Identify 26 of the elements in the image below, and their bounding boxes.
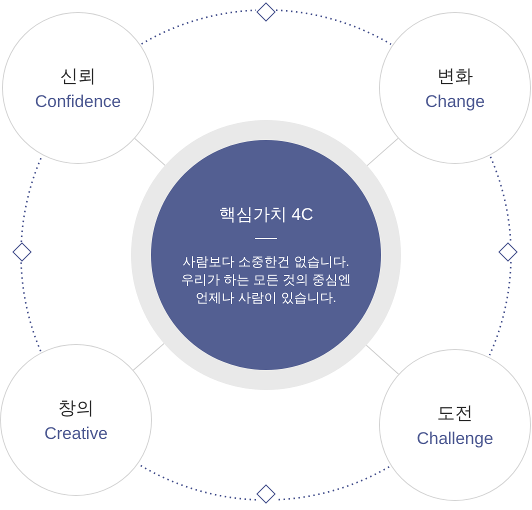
- value-korean-name: 창의: [58, 397, 94, 420]
- diamond-marker: [498, 242, 518, 262]
- dotted-arc: [138, 464, 256, 501]
- value-english-name: Challenge: [416, 429, 494, 449]
- dotted-arc: [276, 466, 390, 501]
- connector-line: [132, 343, 165, 371]
- value-english-name: Confidence: [34, 92, 121, 112]
- dotted-arc: [490, 156, 512, 242]
- dotted-arc: [20, 156, 43, 242]
- connector-line: [134, 138, 166, 166]
- value-korean-name: 도전: [437, 402, 473, 425]
- core-value-description: 사람보다 소중한건 없습니다. 우리가 하는 모든 것의 중심엔 언제나 사람이 있습니다.: [180, 253, 352, 307]
- connector-line: [366, 138, 399, 166]
- diamond-marker: [256, 484, 276, 504]
- value-korean-name: 변화: [437, 65, 473, 88]
- value-english-name: Creative: [44, 424, 108, 444]
- dotted-arc: [488, 262, 512, 356]
- dotted-arc: [276, 9, 392, 46]
- value-english-name: Change: [425, 92, 485, 112]
- dotted-arc: [20, 262, 42, 352]
- diamond-marker: [256, 2, 276, 22]
- core-value-title: 핵심가치 4C: [218, 204, 314, 226]
- dotted-arc: [141, 9, 256, 45]
- diamond-marker: [12, 242, 32, 262]
- value-korean-name: 신뢰: [60, 65, 96, 88]
- connector-line: [366, 344, 399, 375]
